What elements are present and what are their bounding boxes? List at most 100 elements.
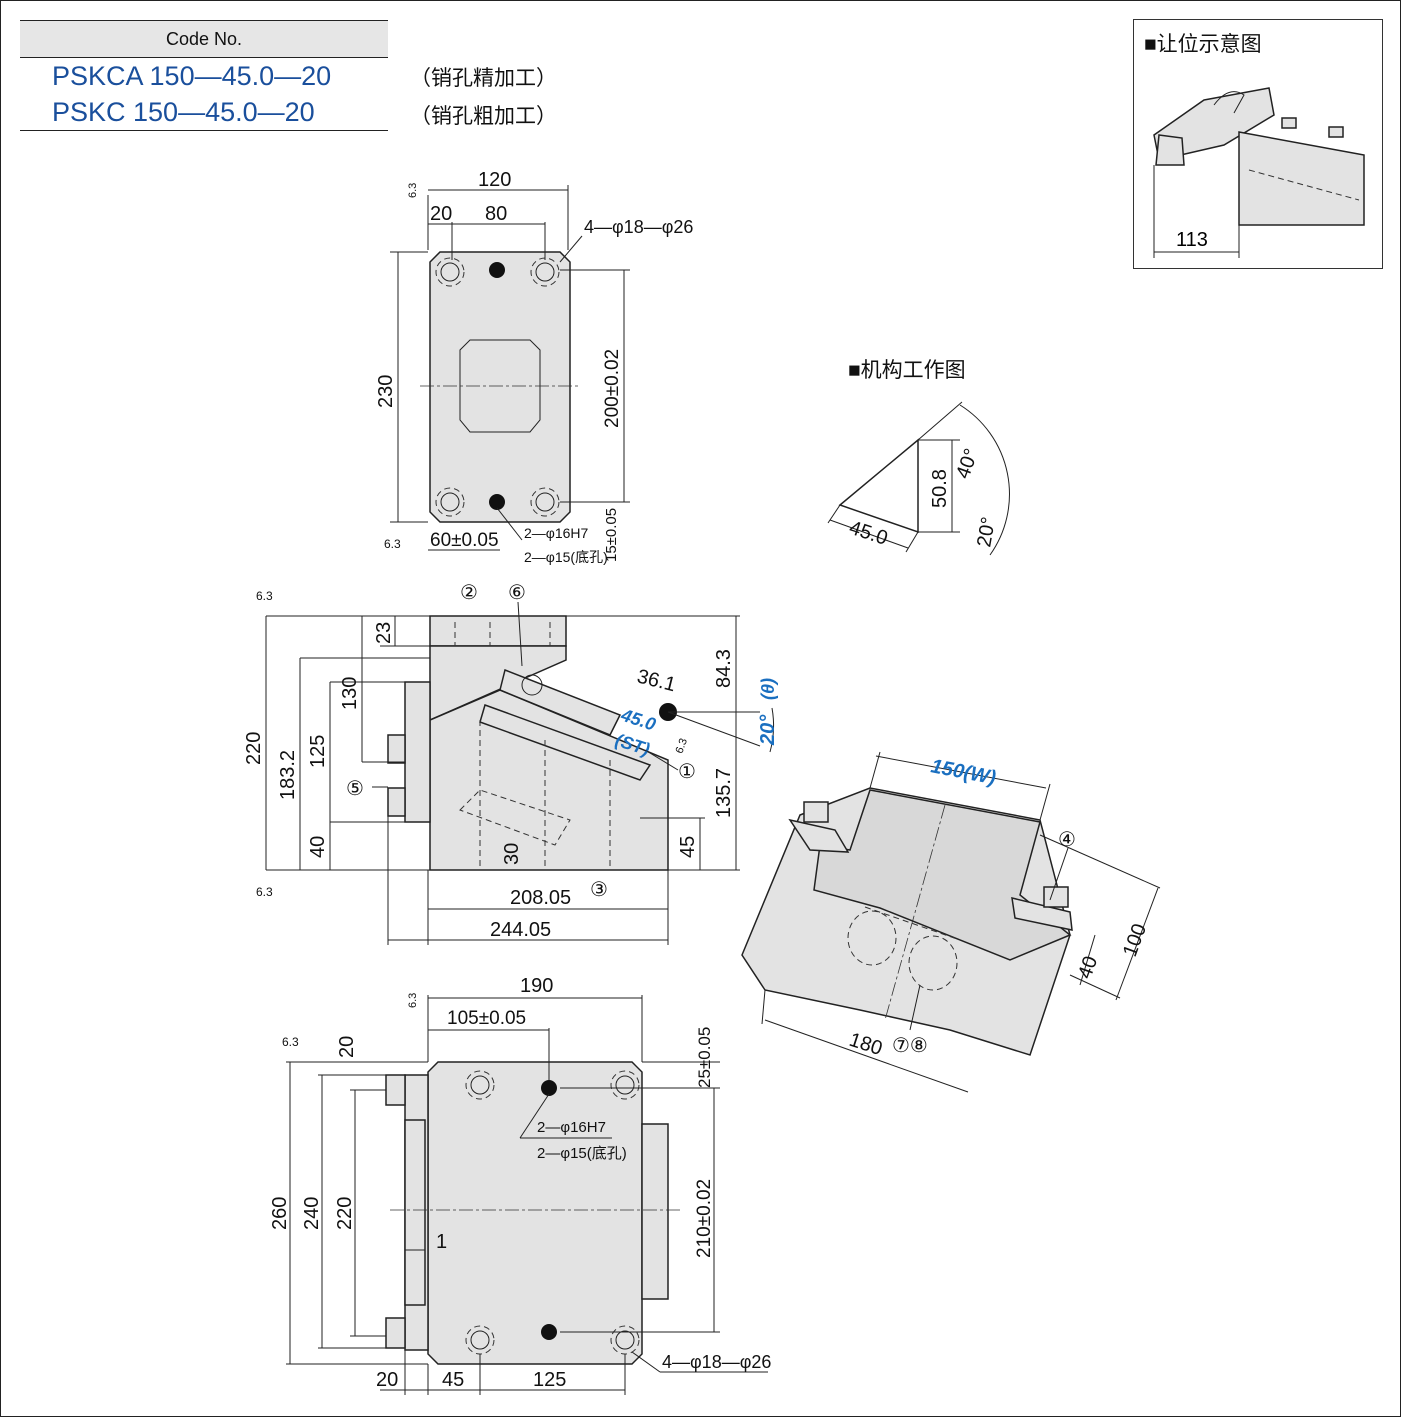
clear-lug-1 [1281,117,1297,129]
iso-ext [1039,834,1161,889]
clear-lug-2 [1328,126,1344,138]
callout-1-leader [644,749,679,771]
side-roughness-2: 6.3 [256,885,273,899]
mech-triangle [838,438,919,534]
top-height: 230 [375,375,397,408]
clear-hidden [1248,169,1360,201]
top-pin2: 2—φ15(底孔) [524,549,608,565]
side-roughness-3: 6.3 [674,737,691,755]
top-plate [429,251,571,523]
mechanism-title: ■机构工作图 [848,359,966,382]
top-hole-cb-3 [435,487,465,517]
mech-base: 45.0 [846,517,890,550]
side-angle-arc [769,707,775,753]
side-w208: 208.05 [510,887,571,909]
bottom-pin1: 2—φ16H7 [537,1119,606,1136]
iso-hole-2 [908,935,958,991]
bottom-offset: 105±0.05 [447,1008,526,1029]
iso-ext [1039,783,1051,821]
side-h40: 40 [307,836,329,858]
side-d36: 36.1 [635,666,678,697]
top-roughness-2: 6.3 [384,537,401,551]
top-d20: 20 [430,203,452,225]
bottom-hole-3 [470,1330,490,1350]
bottom-h260: 260 [269,1197,291,1230]
callout-78-leader [909,984,921,1031]
note-precision: （销孔精加工） [410,67,557,90]
bottom-holes-leader [631,1351,661,1373]
code-table-rows: PSKCA 150—45.0—20 PSKC 150—45.0—20 [20,58,388,131]
side-angle-line [667,711,761,747]
callout-6: ⑥ [508,582,526,604]
clearance-diagram: ■让位示意图 113 [1133,19,1383,269]
clear-slot [1213,91,1245,114]
bottom-holes-spec: 4—φ18—φ26 [662,1352,771,1372]
mech-ext [905,531,919,553]
bottom-inner-plate [404,1119,426,1306]
top-offset-x: 60±0.05 [430,530,499,551]
top-hole-cb-4 [530,487,560,517]
mech-angle-bottom: 20° [973,515,1000,549]
side-h135: 135.7 [713,768,735,818]
callout-2: ② [460,582,478,604]
side-lug-1 [387,734,406,764]
side-h130: 130 [339,677,361,710]
side-h45: 45 [677,836,699,858]
bottom-d20: 20 [376,1369,398,1391]
side-view: 220 183.2 125 130 40 23 84.3 135.7 45 30… [243,582,779,945]
iso-left-lug [788,818,850,853]
top-hole-1 [440,262,460,282]
side-h125: 125 [307,735,329,768]
iso-dim-180 [764,1019,969,1093]
bottom-d20-top: 20 [336,1036,358,1058]
mech-arc [959,404,1010,556]
side-body [429,689,669,871]
bottom-roughness-1: 6.3 [407,993,419,1008]
iso-right-tab [1043,886,1069,908]
side-angle-label: (θ) [758,678,778,700]
side-plate [404,681,431,823]
callout-4-leader [1049,847,1069,901]
top-pin-leader [496,507,523,541]
mech-ext [827,504,841,524]
side-h84: 84.3 [713,649,735,688]
top-roughness-1: 6.3 [407,183,419,198]
mech-angle-top: 40° [952,446,983,482]
bottom-plate [427,1061,643,1365]
clearance-title: ■让位示意图 [1144,33,1262,56]
bottom-pin-2 [541,1324,557,1340]
iso-view: 150(W) 180 100 40 ④ ⑦⑧ [741,751,1161,1093]
iso-dim-100 [1115,887,1159,1001]
mech-dim-450 [829,519,909,549]
bottom-lug-2 [385,1317,406,1349]
clear-dim-113: 113 [1176,229,1208,251]
top-holes [435,257,560,517]
iso-left-tab [803,801,829,823]
side-h23: 23 [373,622,395,644]
bottom-pin2: 2—φ15(底孔) [537,1145,627,1162]
side-hidden-pin [459,789,571,846]
bottom-lug-1 [385,1074,406,1106]
bottom-view: 190 105±0.05 210±0.02 25±0.05 2—φ16H7 2—… [269,975,771,1395]
iso-width: 150(W) [929,755,998,789]
top-hole-2 [535,262,555,282]
bottom-pin-leader [519,1093,550,1139]
bottom-hole-cb-1 [465,1070,495,1100]
bottom-width: 190 [520,975,553,997]
mech-vertical: 50.8 [929,469,951,508]
top-pitch: 200±0.02 [602,349,623,428]
top-pocket [459,339,541,433]
iso-ext [761,989,766,1025]
iso-hole-1 [847,910,897,966]
top-holes-spec: 4—φ18—φ26 [584,217,693,237]
callout-4: ④ [1058,829,1076,851]
clear-tab [1155,134,1185,166]
bottom-hole-cb-2 [610,1070,640,1100]
side-lug-2 [387,787,406,817]
side-angle: 20° [757,714,779,746]
top-pin-1 [489,262,505,278]
iso-dim-40 [1079,934,1096,986]
iso-ext [1069,974,1121,999]
bottom-hole-2 [615,1075,635,1095]
